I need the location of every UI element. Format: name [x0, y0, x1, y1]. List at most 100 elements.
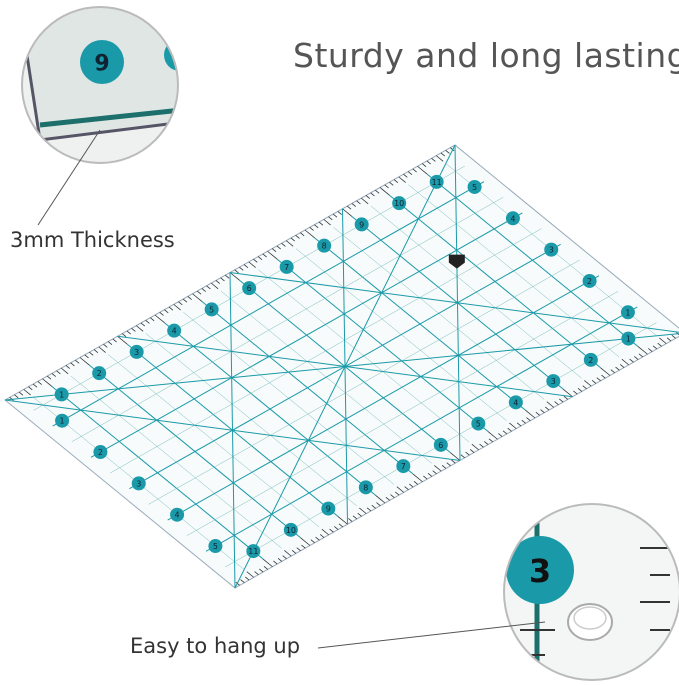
long-edge-number-badge [204, 302, 219, 317]
tick-mark [619, 364, 625, 368]
long-edge-number-badge [508, 395, 523, 410]
tick-mark [23, 389, 31, 396]
grid-line [71, 197, 504, 442]
tick-mark [131, 327, 136, 332]
tick-mark [210, 282, 219, 290]
tick-mark [450, 452, 461, 461]
thickness-inset: 6 [21, 6, 179, 226]
long-edge-number: 3 [134, 348, 139, 357]
tick-mark [291, 550, 297, 554]
hang-hole-inset: 3 [317, 503, 679, 681]
tick-mark [471, 443, 480, 451]
long-edge-number-badge [317, 238, 332, 253]
tick-mark [357, 512, 362, 517]
long-edge-number: 11 [432, 178, 442, 187]
tick-mark [75, 359, 80, 364]
tick-mark [225, 274, 230, 279]
tick-mark [309, 227, 314, 231]
tick-mark [431, 157, 436, 162]
tick-mark [145, 320, 150, 324]
tick-mark [178, 301, 183, 306]
tick-mark [412, 168, 417, 173]
short-edge-number-badge [467, 179, 482, 194]
tick-mark [509, 422, 517, 429]
tick-mark [259, 568, 264, 573]
tick-mark [479, 443, 484, 448]
tick-mark [413, 480, 419, 485]
short-edge-number: 3 [549, 246, 554, 255]
tick-mark [290, 237, 296, 242]
tick-mark [126, 330, 131, 335]
tick-mark [516, 422, 522, 427]
long-edge-number-badge [279, 259, 294, 274]
tick-mark [379, 187, 390, 196]
tick-mark [356, 200, 361, 205]
short-edge-number-badge [582, 273, 597, 288]
tick-mark [657, 342, 662, 347]
tick-mark [346, 205, 352, 210]
tick-mark [310, 539, 315, 544]
tick-mark [277, 557, 283, 562]
grid-line [90, 212, 523, 458]
tick-mark [14, 394, 19, 399]
tick-mark [56, 370, 61, 375]
tick-mark [296, 547, 301, 552]
tick-mark [42, 378, 53, 387]
tick-mark [370, 192, 375, 197]
long-edge-number: 6 [247, 284, 252, 293]
long-edge-number: 1 [626, 335, 631, 344]
tick-mark [421, 163, 427, 168]
tick-mark [484, 441, 489, 445]
tick-mark [659, 337, 667, 344]
tick-mark [112, 338, 117, 343]
long-edge-number: 9 [326, 505, 331, 514]
long-edge-number-badge [358, 480, 373, 495]
tick-mark [526, 417, 531, 421]
hang-pointer [317, 621, 546, 649]
tick-mark [243, 264, 249, 268]
tick-mark [393, 179, 399, 183]
long-edge-number-badge [129, 344, 144, 359]
tick-mark [140, 322, 146, 327]
tick-mark [323, 219, 331, 226]
tick-mark [332, 213, 338, 218]
tick-mark [487, 431, 498, 440]
tick-mark [321, 528, 330, 536]
tick-mark [182, 298, 188, 303]
short-edge-number: 1 [60, 417, 65, 426]
tick-mark [412, 473, 423, 483]
tick-mark [150, 317, 155, 322]
tick-mark [18, 391, 24, 396]
tick-mark [577, 387, 583, 392]
tick-mark [366, 507, 372, 512]
tick-mark [253, 258, 258, 263]
tick-mark [359, 507, 367, 514]
short-edge-number: 5 [472, 183, 477, 192]
short-edge-number-badge [170, 507, 185, 522]
tick-mark [498, 433, 503, 437]
tick-mark [135, 325, 144, 332]
tick-mark [192, 293, 203, 302]
long-edge-number-badge [429, 174, 444, 189]
tick-mark [300, 232, 305, 237]
tick-mark [507, 427, 512, 432]
short-edge-number: 1 [625, 308, 630, 317]
tick-mark [168, 306, 174, 311]
tick-mark [582, 385, 587, 390]
tick-mark [281, 242, 286, 247]
short-edge-number-badge [93, 445, 108, 460]
tick-mark [440, 152, 446, 157]
tick-mark [637, 346, 648, 355]
tick-mark [600, 367, 611, 376]
tick-mark [46, 375, 52, 380]
tick-mark [295, 235, 300, 239]
tick-mark [338, 523, 344, 528]
tick-mark [65, 365, 71, 369]
long-edge-number: 6 [438, 441, 443, 450]
grid-line [205, 306, 638, 552]
tick-mark [164, 309, 169, 314]
tick-mark [273, 560, 278, 565]
tick-mark [254, 571, 259, 576]
tick-mark [276, 245, 281, 250]
tick-mark [319, 534, 325, 538]
